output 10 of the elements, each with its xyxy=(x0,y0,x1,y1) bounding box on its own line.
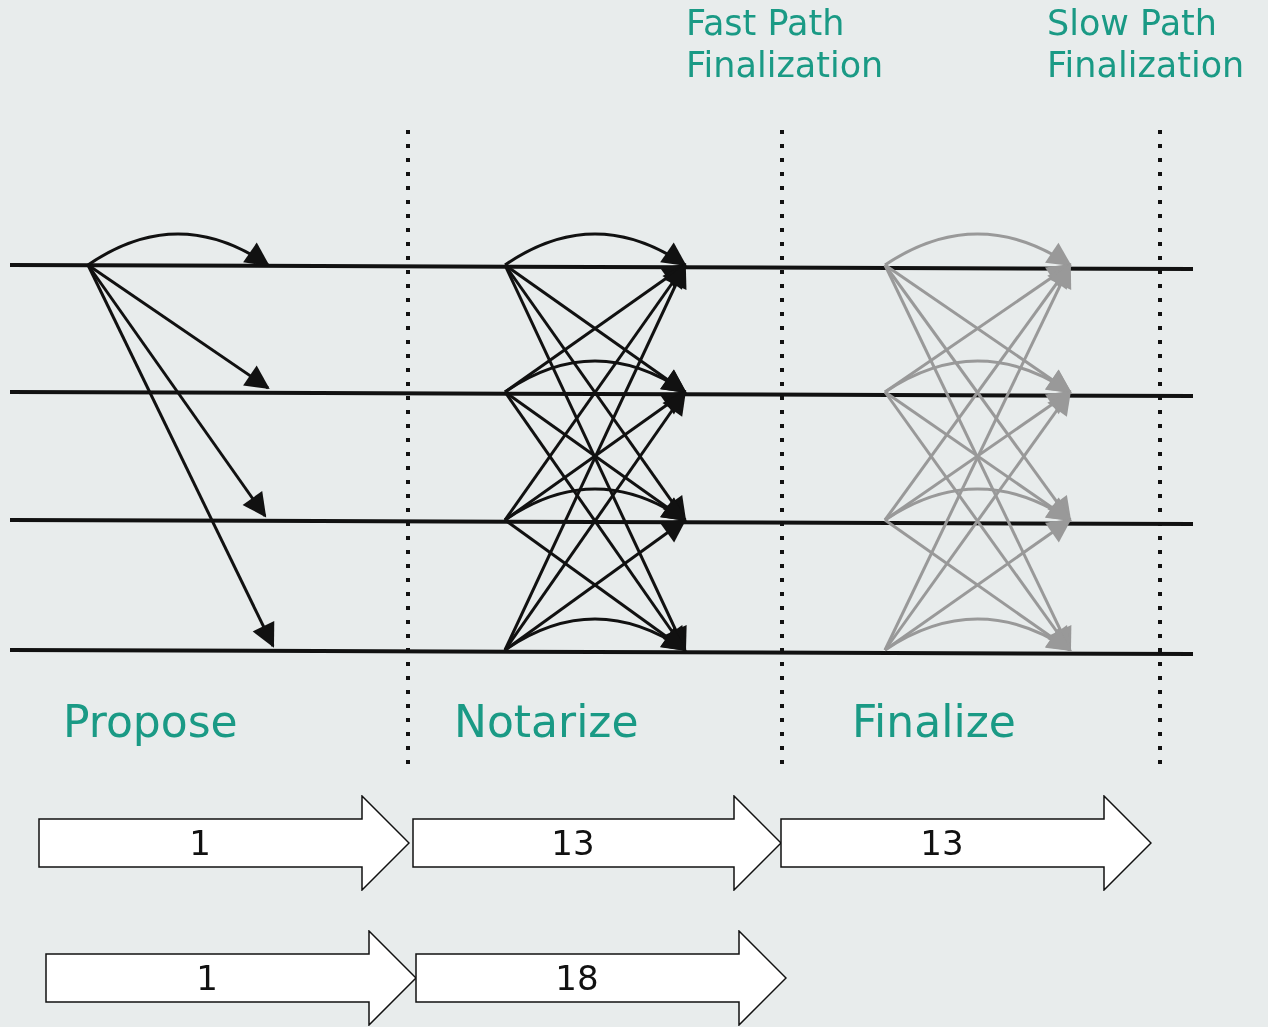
step-shape: 1 xyxy=(38,795,410,891)
step-shape: 13 xyxy=(780,795,1152,891)
phase-label: Propose xyxy=(63,696,239,749)
phase-label: Finalize xyxy=(852,696,1017,749)
step-shape: 18 xyxy=(415,930,787,1026)
step-shape: 1 xyxy=(45,930,417,1026)
finalization-label: Slow Path Finalization xyxy=(1047,2,1246,86)
phase-label: Notarize xyxy=(454,696,640,749)
step-shape: 13 xyxy=(412,795,782,891)
finalization-label: Fast Path Finalization xyxy=(686,2,885,86)
